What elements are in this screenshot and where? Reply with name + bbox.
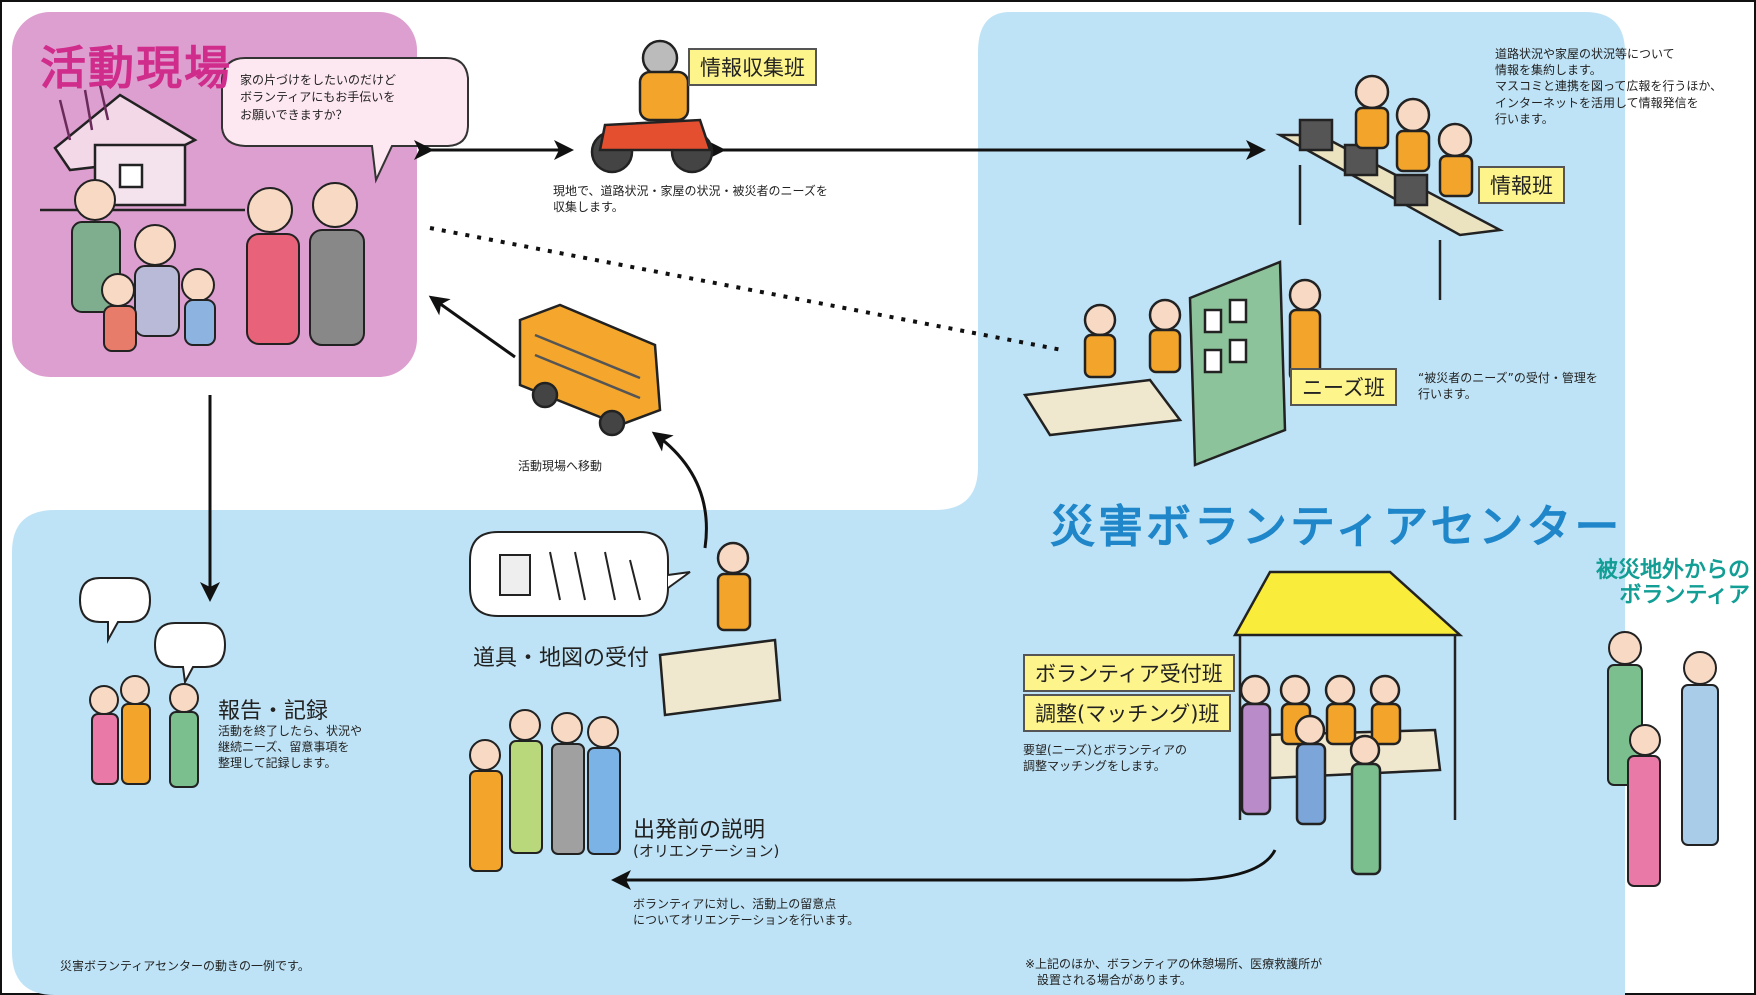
bus-to-site-arrow	[428, 295, 516, 359]
reception-to-orientation-arrow	[611, 849, 1277, 890]
bus-illustration	[518, 303, 662, 437]
needs-team-illustration	[1022, 260, 1322, 467]
damaged-house-illustration	[40, 84, 245, 212]
outside-volunteers-illustration	[1607, 631, 1719, 887]
reception-desc: 要望(ニーズ)とボランティアの 調整マッチングをします。	[1023, 743, 1188, 774]
orientation-sub: (オリエンテーション)	[633, 842, 780, 860]
info-collection-desc: 現地で、道路状況・家屋の状況・被災者のニーズを 収集します。	[553, 184, 828, 215]
orientation-label: 出発前の説明	[633, 818, 766, 843]
report-desc: 活動を終了したら、状況や 継続ニーズ、留意事項を 整理して記録します。	[218, 724, 363, 771]
victims-illustration	[71, 179, 365, 352]
transport-label: 活動現場へ移動	[518, 459, 603, 473]
needs-team-label: ニーズ班	[1290, 368, 1397, 406]
orientation-desc: ボランティアに対し、活動上の留意点 についてオリエンテーションを行います。	[633, 897, 860, 928]
orientation-group-illustration	[469, 709, 621, 872]
tools-desk-illustration	[658, 541, 782, 717]
info-team-illustration	[1275, 74, 1505, 300]
report-label: 報告・記録	[218, 699, 329, 724]
report-team-illustration	[78, 577, 227, 788]
motorcycle-illustration	[590, 39, 714, 174]
reception-tent-illustration	[1232, 570, 1464, 876]
center-title: 災害ボランティアセンター	[1050, 500, 1623, 553]
site-title: 活動現場	[40, 41, 232, 95]
tools-illustration	[469, 531, 691, 617]
info-team-label: 情報班	[1478, 166, 1565, 204]
footnote-left: 災害ボランティアセンターの動きの一例です。	[60, 959, 310, 973]
site-speech-bubble	[221, 57, 469, 184]
footnote-right: ※上記のほか、ボランティアの休憩場所、医療救護所が 設置される場合があります。	[1025, 957, 1323, 988]
tools-to-bus-arrow	[651, 431, 708, 549]
info-team-desc: 道路状況や家屋の状況等について 情報を集約します。 マスコミと連携を図って広報を…	[1495, 47, 1723, 126]
site-speech-text: 家の片づけをしたいのだけど ボランティアにもお手伝いを お願いできますか？	[240, 73, 397, 122]
tools-label: 道具・地図の受付	[473, 646, 650, 671]
info-collection-label: 情報収集班	[688, 48, 817, 86]
center-region	[12, 12, 1625, 995]
outside-volunteers-title: 被災地外からの ボランティア	[1595, 558, 1750, 609]
matching-label: 調整(マッチング)班	[1023, 694, 1232, 732]
reception-label: ボランティア受付班	[1023, 654, 1235, 692]
needs-team-desc: “被災者のニーズ”の受付・管理を 行います。	[1418, 371, 1598, 402]
